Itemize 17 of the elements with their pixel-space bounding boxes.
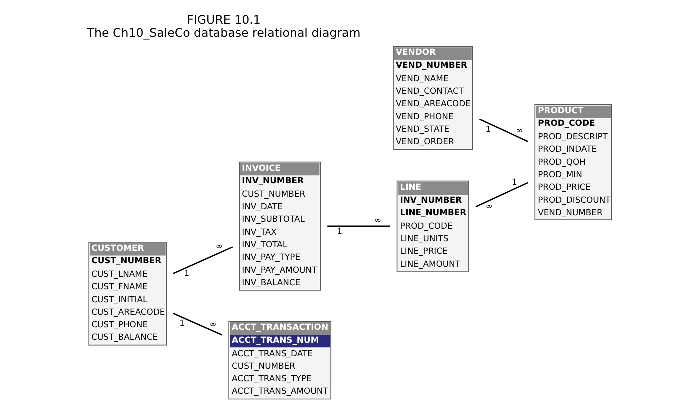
- label: ∞: [516, 126, 523, 136]
- label: 1: [485, 124, 491, 134]
- label: 1: [336, 226, 342, 236]
- label: ∞: [485, 201, 492, 212]
- diagram-title: The Ch10_SaleCo database relational diagram: [86, 26, 360, 40]
- label: 1: [512, 176, 517, 187]
- connector: [172, 246, 233, 274]
- connector: [479, 118, 528, 142]
- label: 1: [179, 318, 185, 328]
- caption: FIGURE 10.1: [186, 13, 260, 28]
- connector: [172, 313, 222, 336]
- connector: [475, 182, 528, 208]
- label: ∞: [215, 241, 222, 252]
- label: 1: [184, 268, 190, 278]
- label: ∞: [374, 214, 382, 225]
- connector: [327, 226, 390, 228]
- label: ∞: [209, 319, 216, 330]
